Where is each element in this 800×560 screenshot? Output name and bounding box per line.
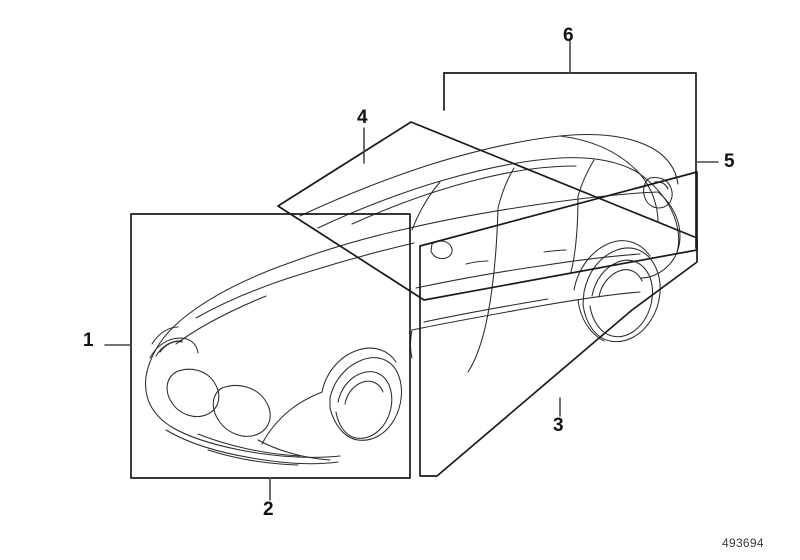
callout-label-6[interactable]: 6 xyxy=(563,25,574,46)
callout-label-3[interactable]: 3 xyxy=(553,415,564,436)
car-body-outline xyxy=(145,134,681,466)
callout-label-1[interactable]: 1 xyxy=(83,330,94,351)
callout-label-5[interactable]: 5 xyxy=(724,151,735,172)
callout-label-2[interactable]: 2 xyxy=(263,499,274,520)
zone-box-4 xyxy=(277,121,698,301)
zone-box-1 xyxy=(130,213,411,479)
callout-label-4[interactable]: 4 xyxy=(357,107,368,128)
zone-box-3 xyxy=(419,171,698,477)
zone-box-6 xyxy=(443,72,697,249)
part-number: 493694 xyxy=(722,536,764,550)
callout-leaders xyxy=(104,39,719,501)
